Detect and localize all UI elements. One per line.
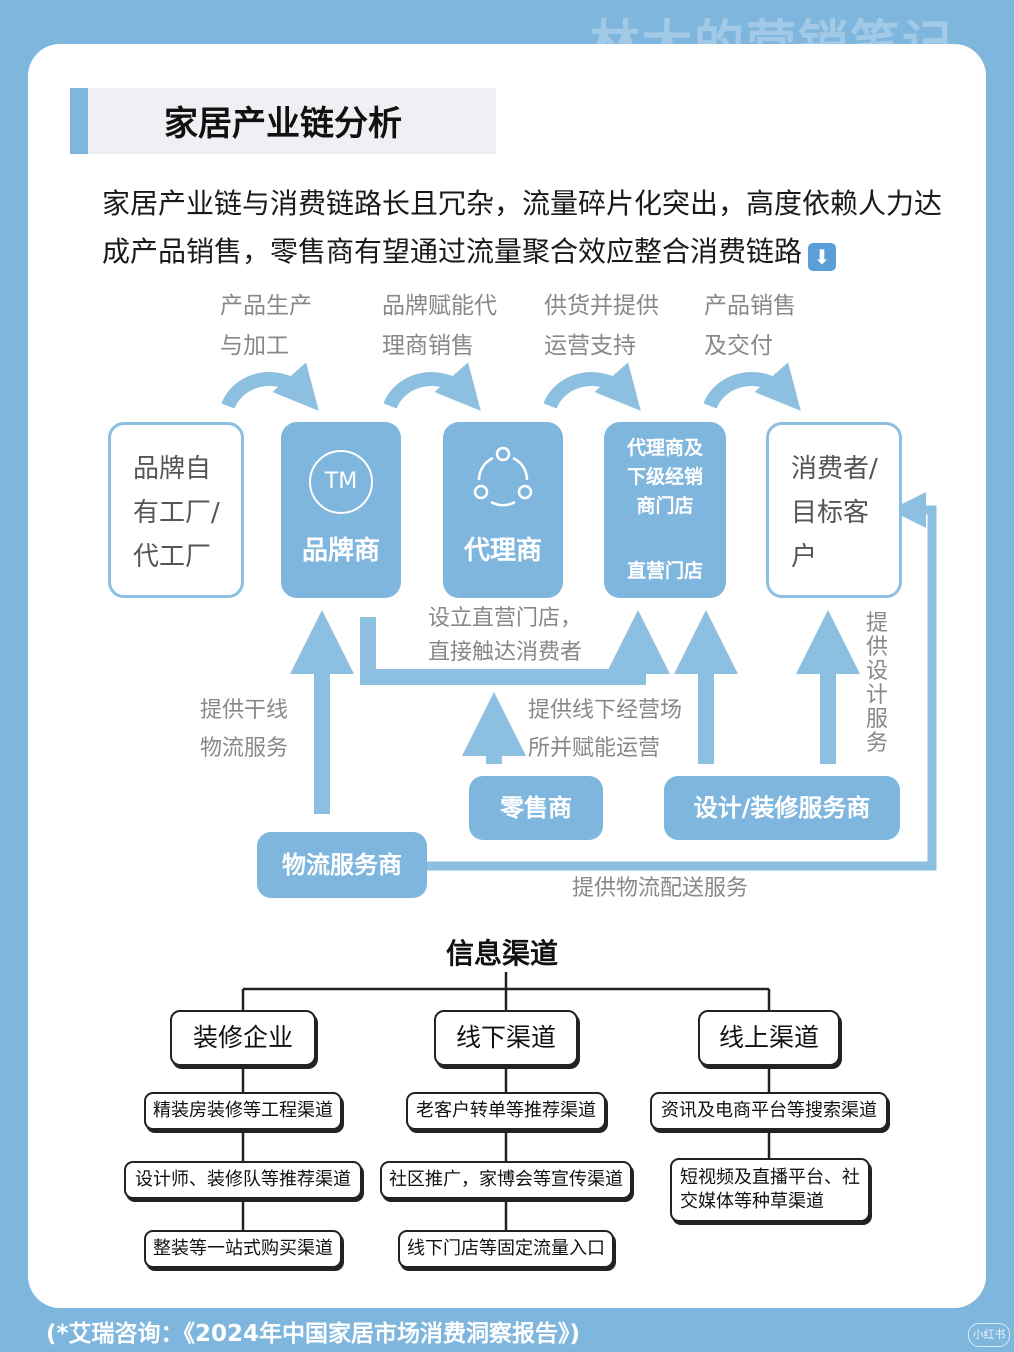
down-arrow-icon: ⬇ [808, 243, 837, 271]
title-accent-bar [70, 88, 88, 154]
node-design-service: 设计/装修服务商 [664, 776, 900, 840]
arrow-logistics-to-consumer [426, 492, 937, 871]
label-direct-store: 设立直营门店， 直接触达消费者 [428, 606, 583, 665]
item-online-2: 短视频及直播平台、社 交媒体等种草渠道 [670, 1158, 870, 1222]
node-agent-label: 代理商 [463, 536, 542, 566]
node-consumer: 消费者/ 目标客 户 [766, 422, 902, 598]
trademark-icon: TM [309, 450, 373, 514]
item-offline-1: 老客户转单等推荐渠道 [406, 1092, 606, 1130]
node-logistics: 物流服务商 [257, 832, 427, 898]
category-offline: 线下渠道 [434, 1010, 578, 1066]
title-banner [70, 88, 496, 154]
item-offline-3: 线下门店等固定流量入口 [398, 1230, 614, 1268]
node-brand-label: 品牌商 [301, 536, 380, 566]
source-footnote: (*艾瑞咨询：《2024年中国家居市场消费洞察报告》) [46, 1321, 581, 1347]
content-card: 家居产业链分析 家居产业链与消费链路长且冗杂，流量碎片化突出，高度依赖人力达成产… [28, 44, 986, 1308]
curved-arrow-3 [543, 362, 641, 411]
category-online: 线上渠道 [698, 1010, 840, 1066]
label-design-service: 提供设计服务 [865, 611, 888, 756]
curved-arrow-1 [221, 362, 319, 411]
node-factory: 品牌自 有工厂/ 代工厂 [108, 422, 244, 598]
platform-badge: 小红书 [968, 1323, 1010, 1347]
node-direct-store-label: 直营门店 [626, 560, 703, 582]
intro-text: 家居产业链与消费链路长且冗杂，流量碎片化突出，高度依赖人力达成产品销售，零售商有… [102, 187, 943, 268]
page-title: 家居产业链分析 [164, 104, 402, 144]
cycle-icon [473, 446, 533, 507]
step-label-3: 供货并提供 运营支持 [544, 293, 659, 359]
flow-connectors [221, 362, 937, 1240]
node-stores: 代理商及 下级经销 商门店 直营门店 [604, 422, 726, 598]
node-retailer: 零售商 [469, 776, 603, 840]
item-decoration-3: 整装等一站式购买渠道 [144, 1230, 342, 1268]
arrow-brand-to-direct-store [360, 610, 670, 685]
step-label-4: 产品销售 及交付 [704, 293, 796, 359]
node-brand: TM 品牌商 [281, 422, 401, 598]
step-label-2: 品牌赋能代 理商销售 [382, 293, 497, 359]
curved-arrow-2 [383, 362, 481, 411]
step-label-1: 产品生产 与加工 [220, 293, 312, 359]
label-delivery: 提供物流配送服务 [572, 876, 749, 901]
intro-paragraph: 家居产业链与消费链路长且冗杂，流量碎片化突出，高度依赖人力达成产品销售，零售商有… [102, 180, 962, 276]
item-decoration-1: 精装房装修等工程渠道 [144, 1092, 342, 1130]
item-online-1: 资讯及电商平台等搜索渠道 [650, 1092, 888, 1130]
item-decoration-2: 设计师、装修队等推荐渠道 [124, 1161, 362, 1199]
label-trunk-logistics: 提供干线 物流服务 [200, 698, 289, 761]
node-agent: 代理商 [443, 422, 563, 598]
label-offline-venue: 提供线下经营场 所并赋能运营 [528, 698, 683, 761]
info-title: 信息渠道 [446, 937, 559, 970]
item-offline-2: 社区推广，家博会等宣传渠道 [380, 1161, 632, 1199]
node-stores-label: 代理商及 下级经销 商门店 [626, 437, 703, 517]
category-decoration: 装修企业 [170, 1010, 316, 1066]
curved-arrow-4 [703, 362, 801, 411]
